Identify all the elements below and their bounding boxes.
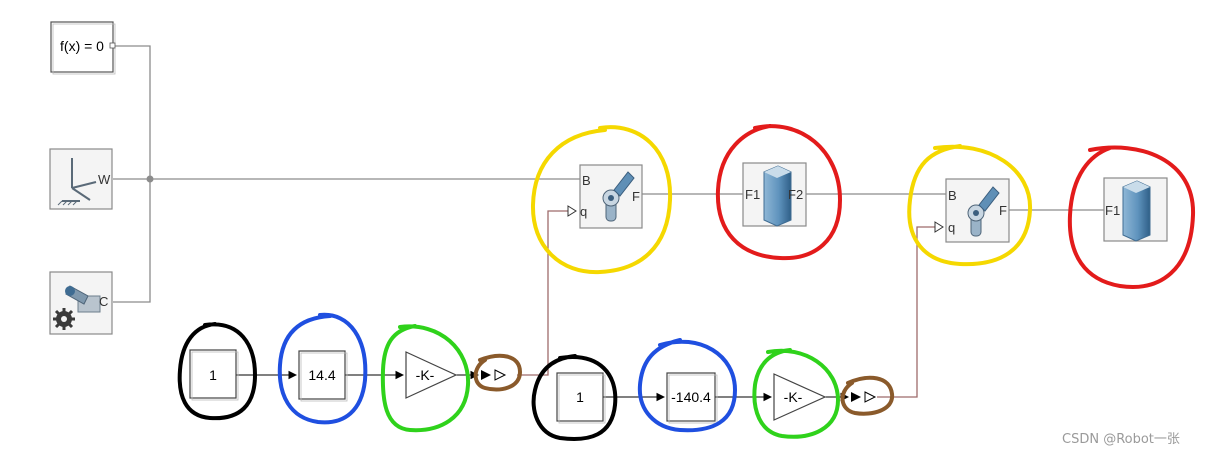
robot-arm-icon [65, 285, 101, 313]
solid-1-block[interactable]: F1 F2 [742, 162, 807, 227]
joint2-port-f: F [999, 203, 1007, 218]
joint1-port-f: F [632, 189, 640, 204]
black-circle-const1 [177, 322, 257, 421]
annotation-marks [177, 124, 1196, 441]
constant-block-2[interactable]: 1 [556, 372, 606, 424]
tf1-value: 14.4 [308, 367, 335, 383]
revolute-joint-2-block[interactable]: B F q [934, 178, 1010, 243]
yellow-circle-joint1 [530, 125, 673, 275]
joint1-port-q: q [580, 204, 587, 219]
brown-circle-conv1 [473, 353, 522, 392]
green-circle-gain1 [380, 324, 471, 433]
gain-block-2[interactable]: -K- [773, 373, 827, 421]
blue-circle-tf2 [637, 338, 737, 433]
solid-body-icon [763, 165, 792, 227]
solid-2-block[interactable]: F1 [1103, 177, 1168, 242]
solid-body-icon [1122, 180, 1151, 242]
ps-converter-2[interactable] [851, 391, 877, 403]
config-port-c: C [99, 294, 108, 309]
solid1-port-f1: F1 [745, 187, 760, 202]
red-circle-solid2 [1067, 145, 1196, 289]
mechanism-config-block[interactable]: C [49, 271, 113, 335]
junction-dot [146, 175, 154, 183]
q-signal-2 [877, 226, 935, 398]
transfer-block-1[interactable]: 14.4 [298, 350, 348, 402]
joint1-port-b: B [582, 173, 591, 188]
joint2-port-q: q [948, 220, 955, 235]
revolute-joint-icon [602, 171, 635, 222]
world-frame-icon [57, 158, 97, 206]
blue-circle-tf1 [277, 312, 368, 425]
solver-line [113, 45, 151, 303]
ps-converter-1[interactable] [481, 369, 507, 381]
gear-icon [53, 308, 75, 330]
gain1-value: -K- [416, 367, 435, 383]
const2-value: 1 [576, 389, 584, 405]
joint2-q-arrow [934, 221, 944, 233]
red-circle-solid1 [715, 124, 842, 261]
solver-config-block[interactable]: f(x) = 0 [50, 21, 116, 75]
signal-connections-q [517, 210, 935, 398]
black-circle-const2 [531, 354, 618, 441]
gain-block-1[interactable]: -K- [405, 351, 458, 399]
constant-block-1[interactable]: 1 [189, 349, 239, 401]
world-port-w: W [98, 172, 111, 187]
yellow-circle-joint2 [907, 144, 1033, 267]
solid2-port-f1: F1 [1105, 203, 1120, 218]
const1-value: 1 [209, 367, 217, 383]
watermark-text: CSDN @Robot一张 [1062, 432, 1180, 447]
gain2-value: -K- [784, 389, 803, 405]
joint1-q-arrow [567, 205, 577, 217]
brown-circle-conv2 [840, 375, 895, 416]
solid1-port-f2: F2 [788, 187, 803, 202]
revolute-joint-1-block[interactable]: B F q [567, 164, 643, 229]
q-signal-1 [517, 210, 568, 376]
world-frame-block[interactable]: W [49, 148, 113, 210]
solver-label: f(x) = 0 [60, 38, 104, 54]
green-circle-gain2 [752, 348, 840, 439]
revolute-joint-icon [967, 186, 1000, 237]
physical-connections [113, 45, 1104, 303]
tf2-value: -140.4 [671, 389, 711, 405]
transfer-block-2[interactable]: -140.4 [666, 372, 718, 424]
joint2-port-b: B [948, 188, 957, 203]
